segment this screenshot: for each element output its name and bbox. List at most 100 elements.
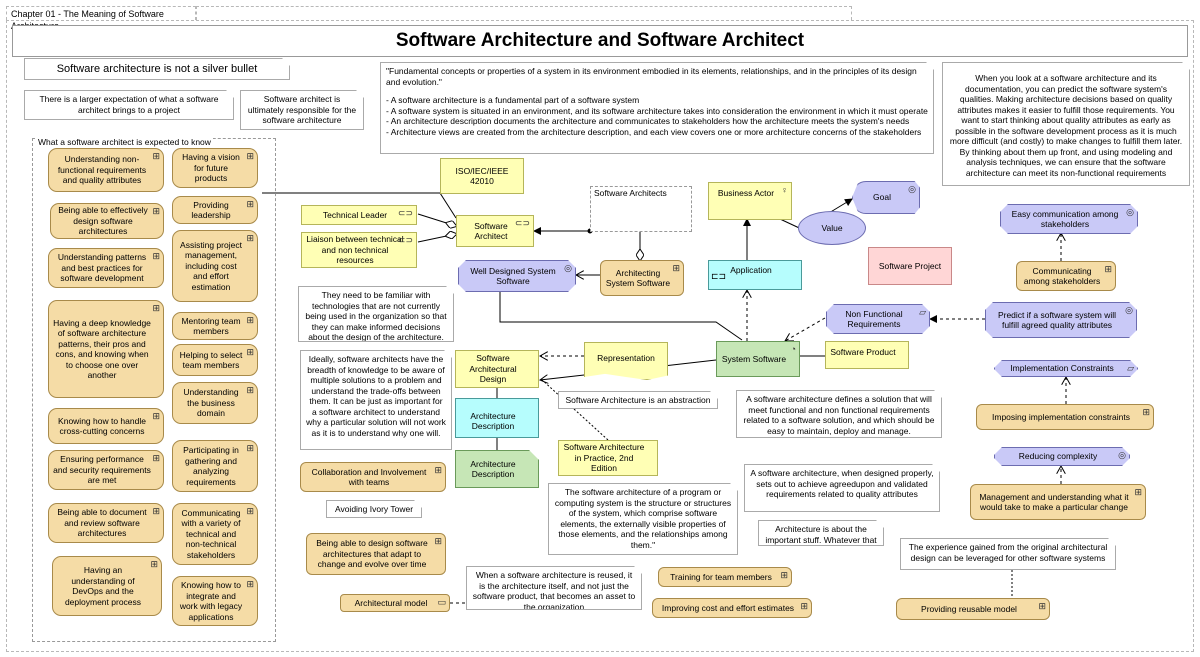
imposing-constraints[interactable]: Imposing implementation constraints⊞ (976, 404, 1154, 430)
label: Well Designed System Software (470, 265, 556, 286)
collaboration-involvement[interactable]: Collaboration and Involvement with teams… (300, 462, 446, 492)
architecture-description-cyan[interactable]: Architecture Description (455, 398, 539, 438)
value[interactable]: Value (798, 211, 866, 245)
providing-reusable-model[interactable]: Providing reusable model⊞ (896, 598, 1050, 620)
func-business-domain[interactable]: Understanding the business domain⊞ (172, 382, 258, 424)
func-patterns[interactable]: Understanding patterns and best practice… (48, 248, 164, 288)
design-adapt[interactable]: Being able to design software architectu… (306, 533, 446, 575)
label: Software Architecture in Practice, 2nd E… (563, 442, 645, 474)
label: Providing leadership (191, 199, 231, 221)
system-software[interactable]: System Software◔ (716, 341, 800, 377)
label: Software Architectural Design (469, 353, 517, 385)
application-component[interactable]: Application⊏⊐ (708, 260, 802, 290)
non-functional-requirements[interactable]: Non Functional Requirements▱ (826, 304, 930, 334)
function-icon: ⊞ (434, 536, 442, 546)
func-mentoring[interactable]: Mentoring team members⊞ (172, 312, 258, 340)
technical-leader-role[interactable]: Technical Leader⊂⊃ (301, 205, 417, 225)
func-select-team[interactable]: Helping to select team members⊞ (172, 344, 258, 376)
function-icon: ⊞ (150, 559, 158, 569)
diagram-title: Software Architecture and Software Archi… (12, 25, 1188, 57)
label: Improving cost and effort estimates (661, 602, 795, 613)
func-communicating[interactable]: Communicating with a variety of technica… (172, 503, 258, 565)
function-icon: ⊞ (246, 233, 254, 243)
role-icon: ⊂⊃ (397, 235, 413, 245)
software-architects-group[interactable]: Software Architects (590, 186, 692, 232)
improving-estimates[interactable]: Improving cost and effort estimates⊞ (652, 598, 812, 618)
func-devops[interactable]: Having an understanding of DevOps and th… (52, 556, 162, 616)
func-performance[interactable]: Ensuring performance and security requir… (48, 450, 164, 490)
system-software-icon: ◔ (790, 344, 796, 354)
liaison-role[interactable]: Liaison between technical and non techni… (301, 232, 417, 268)
reducing-complexity[interactable]: Reducing complexity◎ (994, 447, 1130, 466)
management-understanding[interactable]: Management and understanding what it wou… (970, 484, 1146, 520)
iso-standard[interactable]: ISO/IEC/IEEE 42010 (440, 158, 524, 194)
communicating-stakeholders[interactable]: Communicating among stakeholders⊞ (1016, 261, 1116, 291)
func-project-mgmt[interactable]: Assisting project management, including … (172, 230, 258, 302)
abstraction-note: Software Architecture is an abstraction (558, 391, 718, 409)
function-icon: ⊞ (246, 443, 254, 453)
easy-communication-goal[interactable]: Easy communication among stakeholders◎ (1000, 204, 1138, 234)
label: Liaison between technical and non techni… (306, 234, 404, 266)
func-vision[interactable]: Having a vision for future products⊞ (172, 148, 258, 188)
function-icon: ⊞ (434, 465, 442, 475)
architecture-description-artifact[interactable]: Architecture Description (455, 450, 539, 488)
business-actor[interactable]: Business Actor♀ (708, 182, 792, 220)
label: Participating in gathering and analyzing… (183, 445, 239, 487)
label: Business Actor (717, 188, 775, 198)
definition-quote: "Fundamental concepts or properties of a… (386, 66, 917, 87)
breadth-note: Ideally, software architects have the br… (300, 350, 452, 450)
ivory-tower-note: Avoiding Ivory Tower (326, 500, 422, 518)
function-icon: ⊞ (246, 385, 254, 395)
goal[interactable]: Goal◎ (852, 181, 920, 214)
func-nfr-quality[interactable]: Understanding non-functional requirement… (48, 148, 164, 192)
function-icon: ⊞ (246, 506, 254, 516)
label: Architecting System Software (605, 267, 671, 289)
expected-knowledge-group[interactable]: What a software architect is expected to… (32, 137, 276, 642)
representation-icon: ▭ (437, 597, 446, 607)
definition-bullet: - Architecture views are created from th… (386, 126, 922, 137)
func-legacy[interactable]: Knowing how to integrate and work with l… (172, 576, 258, 626)
predict-quality[interactable]: Predict if a software system will fulfil… (985, 302, 1137, 338)
chapter-tab-extension (196, 6, 852, 20)
architecting-system[interactable]: Architecting System Software⊞ (600, 260, 684, 296)
goal-icon: ◎ (564, 263, 572, 273)
component-icon: ⊏⊐ (711, 271, 727, 281)
func-design-arch[interactable]: Being able to effectively design softwar… (50, 203, 164, 239)
func-cross-cutting[interactable]: Knowing how to handle cross-cutting conc… (48, 408, 164, 444)
label: Value (821, 222, 843, 233)
label: Architecture Description (470, 410, 516, 432)
func-leadership[interactable]: Providing leadership⊞ (172, 196, 258, 224)
label: Technical Leader (322, 209, 388, 220)
func-document[interactable]: Being able to document and review softwa… (48, 503, 164, 543)
silver-bullet-note: Software architecture is not a silver bu… (24, 58, 290, 80)
responsible-note: Software architect is ultimately respons… (240, 90, 364, 130)
training-team[interactable]: Training for team members⊞ (658, 567, 792, 587)
goal-icon: ◎ (1118, 450, 1126, 460)
software-project[interactable]: Software Project (868, 247, 952, 285)
label: Having a deep knowledge of software arch… (53, 317, 151, 381)
label: Communicating among stakeholders (1023, 265, 1101, 287)
definition-note: "Fundamental concepts or properties of a… (380, 62, 934, 154)
label: Having a vision for future products (182, 152, 240, 184)
well-designed-system[interactable]: Well Designed System Software ◎ (458, 260, 576, 292)
label: System Software (721, 353, 787, 364)
book-quote-note: The software architecture of a program o… (548, 483, 738, 555)
label: Architectural model (354, 597, 428, 608)
definition-bullet: - An architecture description documents … (386, 116, 910, 126)
representation[interactable]: Representation (584, 342, 668, 380)
book-reference[interactable]: Software Architecture in Practice, 2nd E… (558, 440, 658, 476)
implementation-constraints[interactable]: Implementation Constraints▱ (994, 360, 1138, 377)
label: Software Project (878, 260, 942, 271)
software-product[interactable]: Software Product (825, 341, 909, 369)
label: Communicating with a variety of technica… (181, 507, 241, 560)
software-architectural-design[interactable]: Software Architectural Design (455, 350, 539, 388)
func-deep-knowledge[interactable]: Having a deep knowledge of software arch… (48, 300, 164, 398)
software-architect-role[interactable]: Software Architect⊂⊃ (456, 215, 534, 247)
label: Knowing how to integrate and work with l… (179, 580, 243, 622)
conn-nfr-system (785, 317, 826, 341)
function-icon: ⊞ (1038, 601, 1046, 611)
constraint-icon: ▱ (1127, 363, 1134, 373)
function-icon: ⊞ (246, 315, 254, 325)
func-requirements[interactable]: Participating in gathering and analyzing… (172, 440, 258, 492)
architectural-model[interactable]: Architectural model ▭ (340, 594, 450, 612)
